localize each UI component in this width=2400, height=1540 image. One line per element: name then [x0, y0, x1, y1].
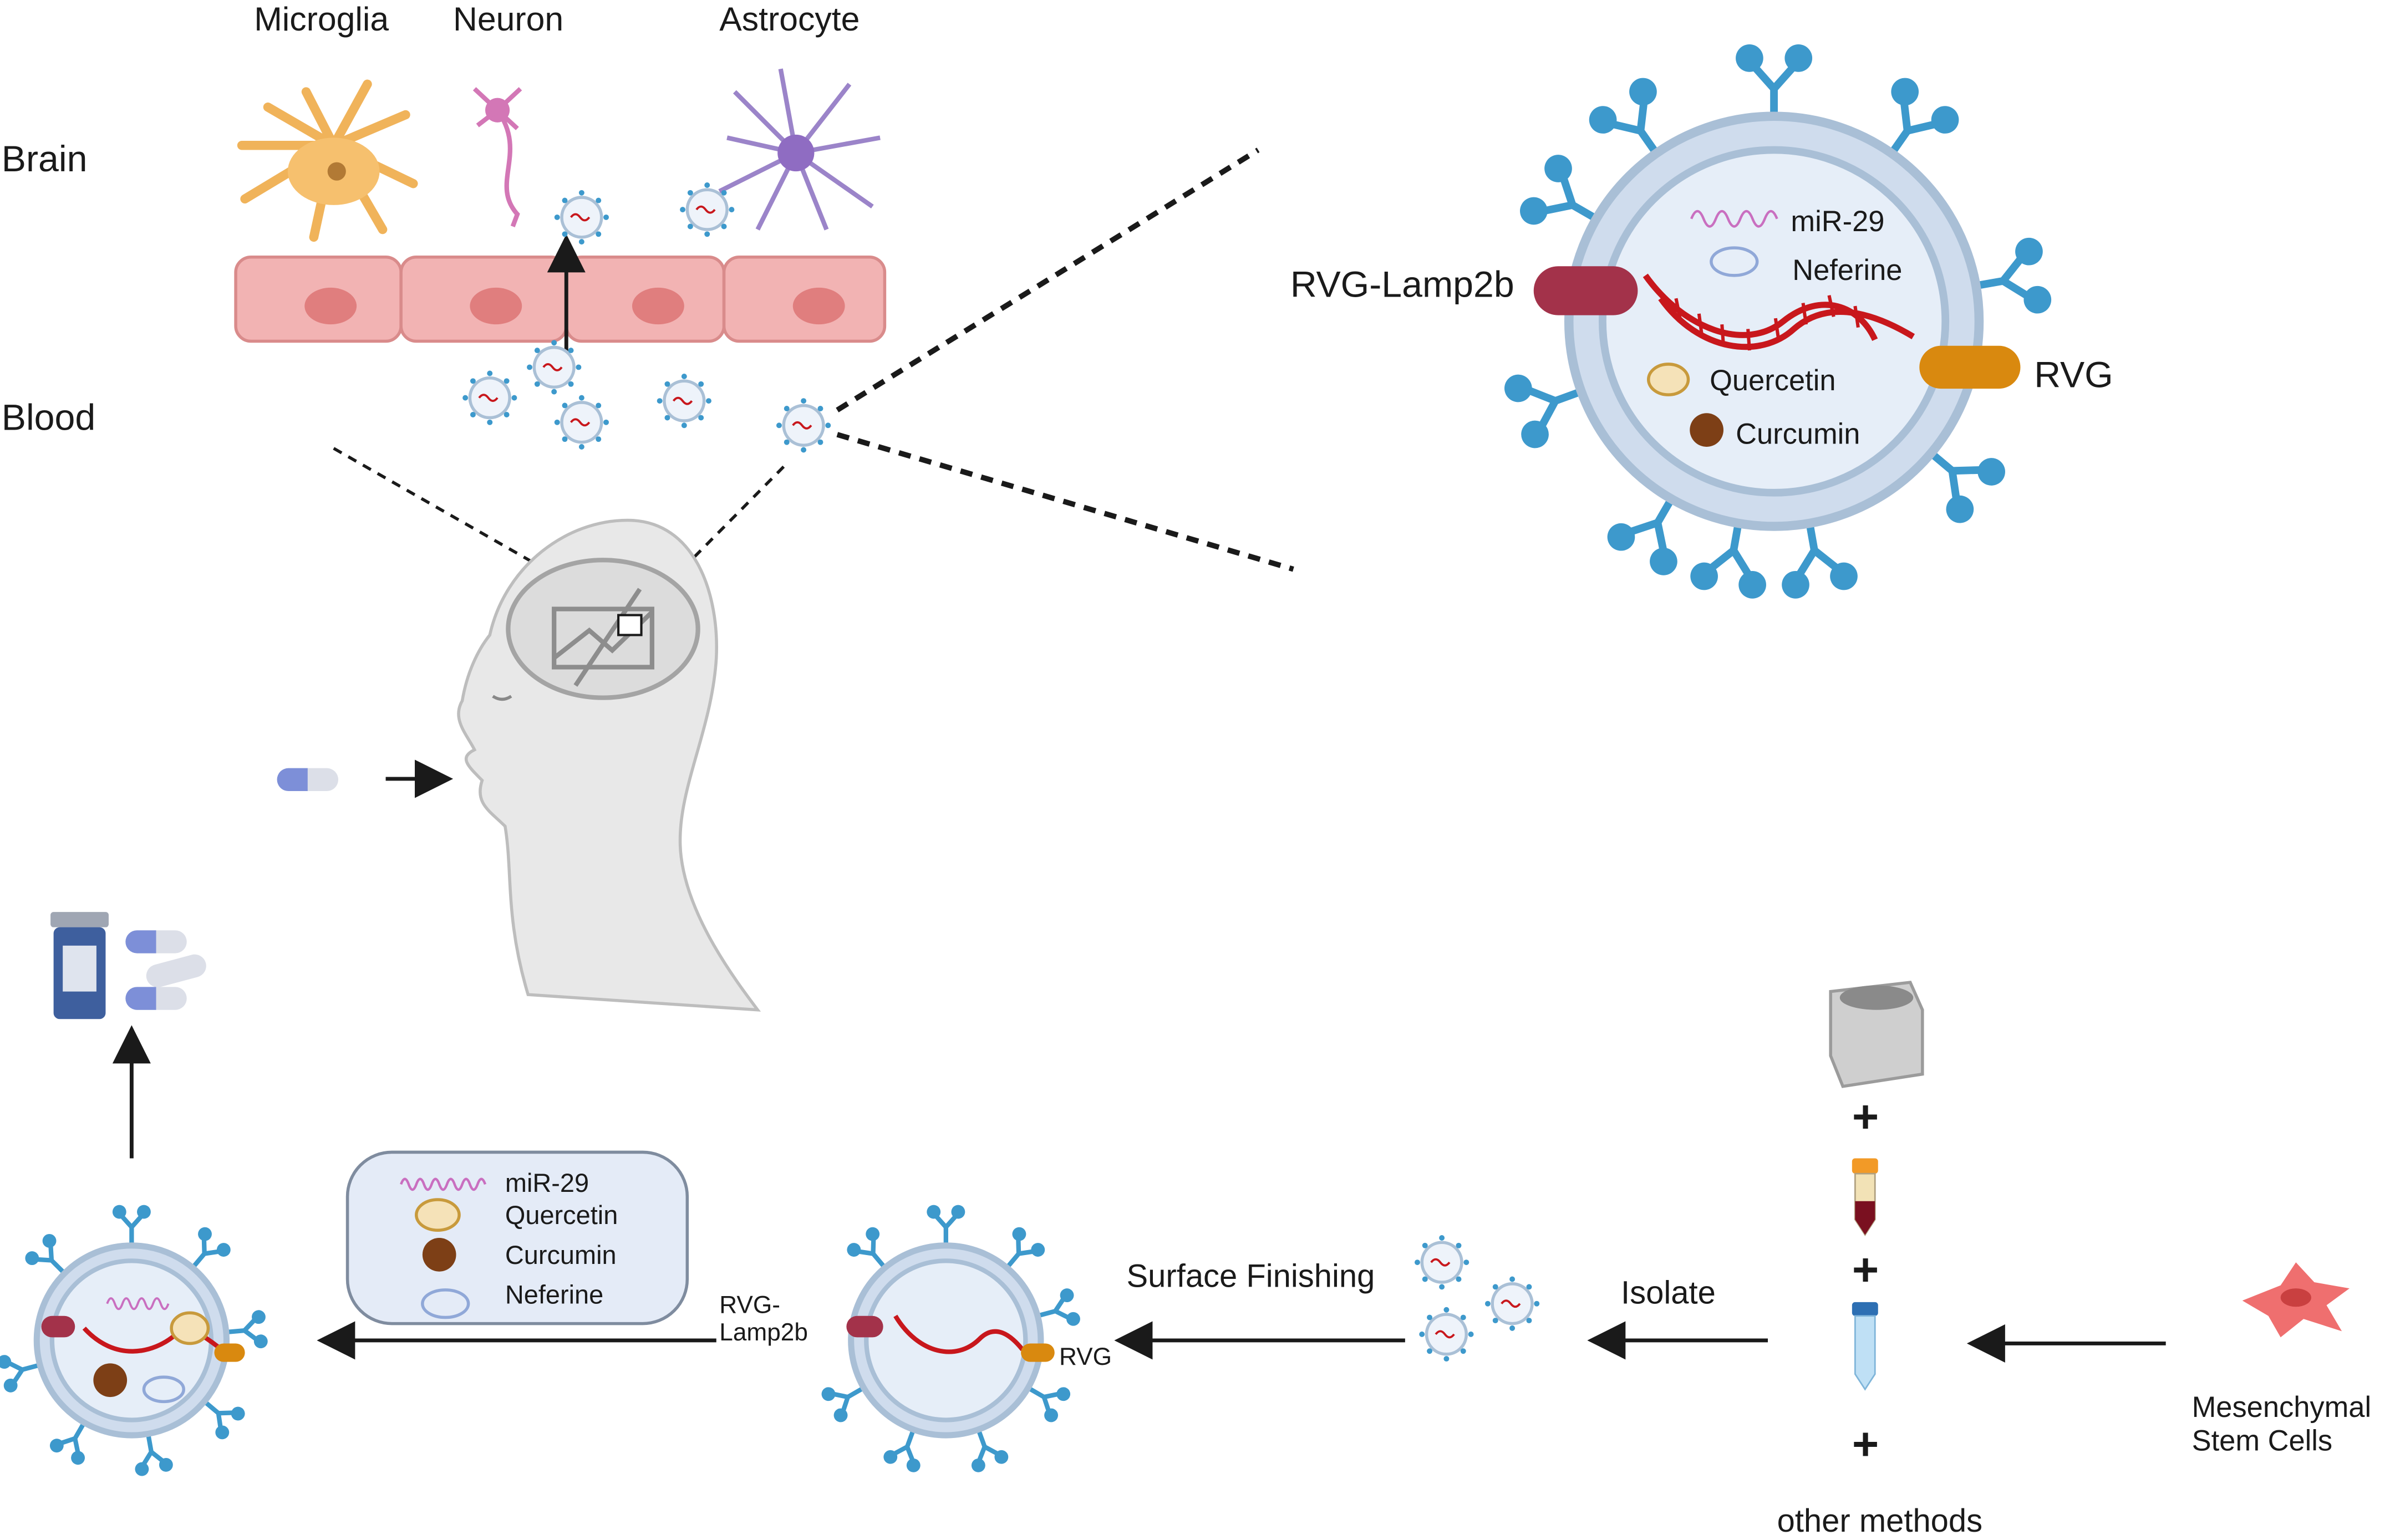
- label-astrocyte: Astrocyte: [719, 0, 860, 39]
- centrifuge-icon: [1829, 981, 1924, 1088]
- label-mir29-zoom: miR-29: [1791, 206, 1885, 239]
- label-rvg-lamp2b-zoom: RVG-Lamp2b: [1290, 264, 1514, 307]
- legend-label-curcumin: Curcumin: [505, 1241, 617, 1270]
- label-isolate: Isolate: [1621, 1276, 1716, 1312]
- label-surface-finishing: Surface Finishing: [1126, 1259, 1375, 1295]
- loaded-exosome-icon: [0, 1205, 268, 1477]
- label-brain: Brain: [1, 139, 88, 181]
- label-quercetin-zoom: Quercetin: [1710, 365, 1836, 398]
- microglia-cell-icon: [237, 79, 418, 242]
- label-rvg-zoom: RVG: [2034, 355, 2113, 396]
- label-neferine-zoom: Neferine: [1792, 255, 1903, 288]
- plus-sign: +: [1852, 1245, 1879, 1296]
- legend-icons: [400, 1177, 487, 1319]
- label-rvg-process: RVG: [1059, 1345, 1112, 1371]
- medicine-bottle-icon: [50, 912, 109, 1019]
- plus-sign: +: [1852, 1092, 1879, 1143]
- blood-tube-icon: [1852, 1158, 1878, 1237]
- mesenchymal-stem-cell-icon: [2242, 1262, 2350, 1338]
- engineered-exosome-icon: [819, 1205, 1082, 1475]
- capsules-icon: [125, 930, 206, 1010]
- isolated-exosomes-icon: [1415, 1235, 1539, 1361]
- legend-label-quercetin: Quercetin: [505, 1201, 618, 1231]
- plus-sign: +: [1852, 1420, 1879, 1471]
- label-mesenchymal-stem-cells: Mesenchymal Stem Cells: [2191, 1392, 2372, 1459]
- neuron-cell-icon: [472, 87, 522, 227]
- legend-label-neferine: Neferine: [505, 1281, 604, 1310]
- human-head-icon: [457, 518, 761, 1012]
- label-microglia: Microglia: [254, 0, 389, 39]
- label-other-methods: other methods: [1777, 1504, 1983, 1539]
- label-neuron: Neuron: [453, 0, 564, 39]
- capsule-icon: [277, 768, 339, 792]
- label-curcumin-zoom: Curcumin: [1736, 419, 1860, 452]
- endothelial-barrier: [234, 255, 887, 343]
- zoomed-exosome-icon: [1501, 44, 2053, 601]
- astrocyte-cell-icon: [718, 68, 881, 231]
- label-rvg-lamp2b-process: RVG- Lamp2b: [719, 1293, 808, 1348]
- label-blood: Blood: [1, 397, 96, 440]
- legend-label-mir29: miR-29: [505, 1169, 589, 1199]
- conical-tube-icon: [1852, 1302, 1878, 1391]
